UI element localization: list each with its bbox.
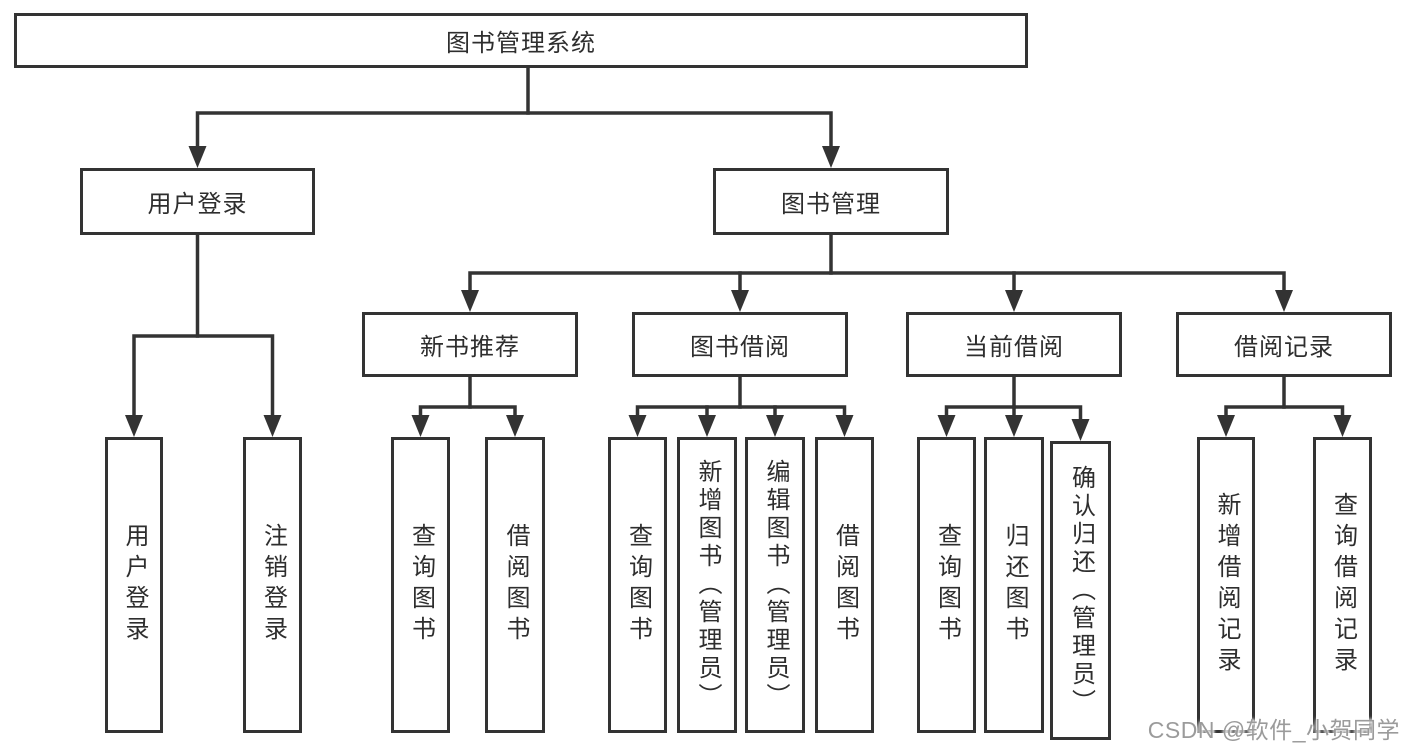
leaf-label: 新增图书（管理员） xyxy=(694,459,721,711)
connector-book-borrowing-to-leaves xyxy=(628,375,854,437)
leaf-label: 查询图书 xyxy=(407,523,435,647)
leaf-label: 借阅图书 xyxy=(502,523,529,647)
node-label: 图书借阅 xyxy=(690,334,790,361)
node-label: 用户登录 xyxy=(147,191,248,218)
leaf-user-login: 用户登录 xyxy=(105,437,163,733)
node-user-login: 用户登录 xyxy=(80,168,315,235)
connector-current-borrowing-to-leaves xyxy=(937,375,1090,441)
leaf-label: 编辑图书（管理员） xyxy=(762,459,789,711)
leaf-label: 确认归还（管理员） xyxy=(1067,464,1095,717)
leaf-label: 用户登录 xyxy=(121,523,148,647)
node-borrowing-records: 借阅记录 xyxy=(1176,312,1392,377)
node-book-management: 图书管理 xyxy=(713,168,949,235)
leaf-label: 归还图书 xyxy=(1001,523,1028,647)
leaf-bb-query-book: 查询图书 xyxy=(608,437,667,733)
node-current-borrowing: 当前借阅 xyxy=(906,312,1122,377)
node-library-system: 图书管理系统 xyxy=(14,13,1028,68)
leaf-nbr-borrow-book: 借阅图书 xyxy=(485,437,545,733)
node-label: 借阅记录 xyxy=(1234,334,1334,361)
leaf-bb-borrow-book: 借阅图书 xyxy=(815,437,874,733)
leaf-label: 新增借阅记录 xyxy=(1213,492,1240,678)
leaf-cb-return-book: 归还图书 xyxy=(984,437,1044,733)
leaf-br-add-record: 新增借阅记录 xyxy=(1197,437,1255,733)
connector-borrowing-records-to-leaves xyxy=(1217,375,1352,437)
node-label: 新书推荐 xyxy=(420,334,520,361)
node-book-borrowing: 图书借阅 xyxy=(632,312,848,377)
leaf-cb-confirm-return-admin: 确认归还（管理员） xyxy=(1050,441,1111,740)
connector-new-book-recommend-to-leaves xyxy=(411,375,524,437)
leaf-cb-query-book: 查询图书 xyxy=(917,437,976,733)
leaf-label: 查询借阅记录 xyxy=(1329,492,1357,678)
connector-root-to-level2 xyxy=(188,66,840,168)
leaf-br-query-record: 查询借阅记录 xyxy=(1313,437,1372,733)
node-label: 图书管理 xyxy=(781,191,881,218)
leaf-label: 查询图书 xyxy=(624,523,652,647)
watermark-text: CSDN @软件_小贺同学 xyxy=(1147,717,1400,743)
leaf-label: 借阅图书 xyxy=(831,523,859,647)
leaf-logout: 注销登录 xyxy=(243,437,302,733)
leaf-label: 查询图书 xyxy=(933,523,961,647)
node-label: 当前借阅 xyxy=(964,334,1064,361)
leaf-nbr-query-book: 查询图书 xyxy=(391,437,450,733)
node-new-book-recommend: 新书推荐 xyxy=(362,312,578,377)
leaf-bb-edit-book-admin: 编辑图书（管理员） xyxy=(745,437,805,733)
leaf-bb-add-book-admin: 新增图书（管理员） xyxy=(677,437,737,733)
connector-user-login-to-leaves xyxy=(125,233,282,437)
connector-book-management-to-level3 xyxy=(461,233,1293,312)
node-label: 图书管理系统 xyxy=(446,30,596,57)
leaf-label: 注销登录 xyxy=(259,523,287,647)
